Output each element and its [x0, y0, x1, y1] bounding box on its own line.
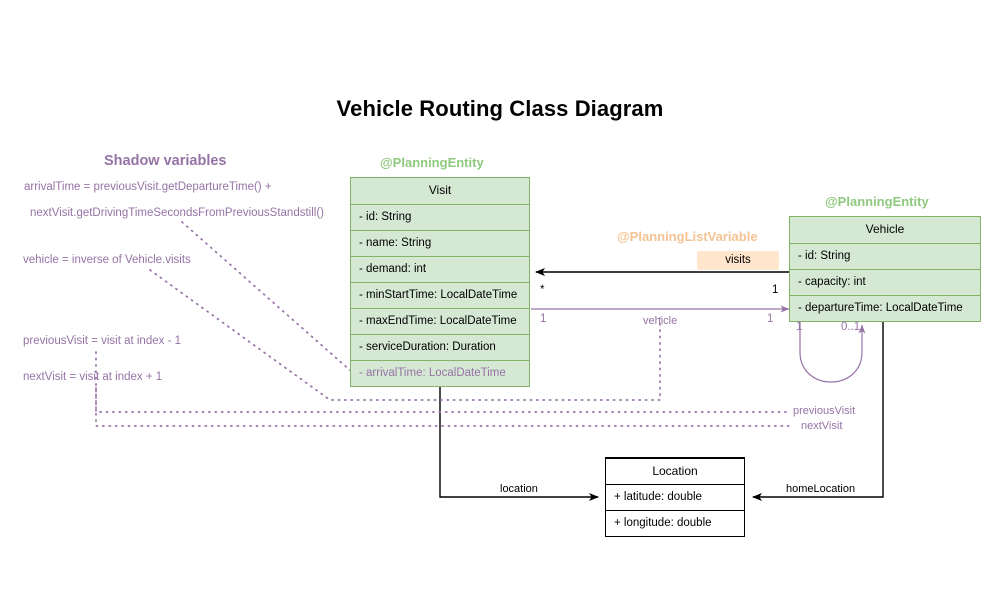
- location-edge-label: location: [500, 483, 538, 495]
- previous-visit-edge-label: previousVisit: [793, 405, 856, 417]
- vehicle-source-multiplicity: 1: [540, 313, 547, 325]
- shadow-note-arrival-time-1: arrivalTime = previousVisit.getDeparture…: [24, 181, 272, 193]
- class-box-visit[interactable]: Visit - id: String - name: String - dema…: [350, 177, 530, 387]
- visits-badge-label: visits: [697, 251, 779, 270]
- edge-shadow-next-visit: [95, 387, 791, 427]
- vehicle-class-name: Vehicle: [865, 222, 905, 236]
- shadow-note-vehicle: vehicle = inverse of Vehicle.visits: [23, 254, 191, 266]
- visits-source-multiplicity: 1: [772, 284, 779, 296]
- visit-field-max-end-time: - maxEndTime: LocalDateTime: [351, 308, 529, 334]
- visit-field-arrival-time: - arrivalTime: LocalDateTime: [351, 360, 529, 386]
- vehicle-self-loop-source-multiplicity: 1: [796, 321, 803, 333]
- visit-class-name: Visit: [428, 183, 452, 197]
- page-title: Vehicle Routing Class Diagram: [336, 96, 664, 121]
- vehicle-edge-label: vehicle: [643, 315, 678, 327]
- vehicle-self-loop-target-multiplicity: 0..1: [841, 321, 861, 333]
- location-field-longitude: + longitude: double: [606, 510, 744, 536]
- vehicle-stereotype-label: @PlanningEntity: [825, 194, 929, 209]
- shadow-note-arrival-time-2: nextVisit.getDrivingTimeSecondsFromPrevi…: [30, 207, 324, 219]
- vehicle-field-capacity: - capacity: int: [790, 269, 980, 295]
- next-visit-edge-label: nextVisit: [801, 420, 843, 432]
- shadow-variables-heading: Shadow variables: [104, 153, 227, 169]
- visit-stereotype-label: @PlanningEntity: [380, 155, 484, 170]
- vehicle-field-id: - id: String: [790, 243, 980, 269]
- visits-target-multiplicity: *: [540, 284, 545, 296]
- vehicle-field-departure-time: - departureTime: LocalDateTime: [790, 295, 980, 321]
- visit-field-service-duration: - serviceDuration: Duration: [351, 334, 529, 360]
- class-box-vehicle[interactable]: Vehicle - id: String - capacity: int - d…: [789, 216, 981, 322]
- edge-shadow-arrival-time: [181, 221, 353, 373]
- edge-location: [439, 384, 599, 501]
- shadow-note-next-visit: nextVisit = visit at index + 1: [23, 371, 163, 383]
- home-location-edge-label: homeLocation: [786, 483, 856, 495]
- visit-field-demand: - demand: int: [351, 256, 529, 282]
- visit-field-min-start-time: - minStartTime: LocalDateTime: [351, 282, 529, 308]
- class-box-location[interactable]: Location + latitude: double + longitude:…: [605, 457, 745, 537]
- location-class-name: Location: [606, 458, 744, 484]
- visit-field-name: - name: String: [351, 230, 529, 256]
- location-field-latitude: + latitude: double: [606, 484, 744, 510]
- vehicle-target-multiplicity: 1: [767, 313, 774, 325]
- shadow-note-previous-visit: previousVisit = visit at index - 1: [23, 335, 181, 347]
- visit-field-id: - id: String: [351, 204, 529, 230]
- planning-list-variable-stereotype-label: @PlanningListVariable: [617, 229, 758, 244]
